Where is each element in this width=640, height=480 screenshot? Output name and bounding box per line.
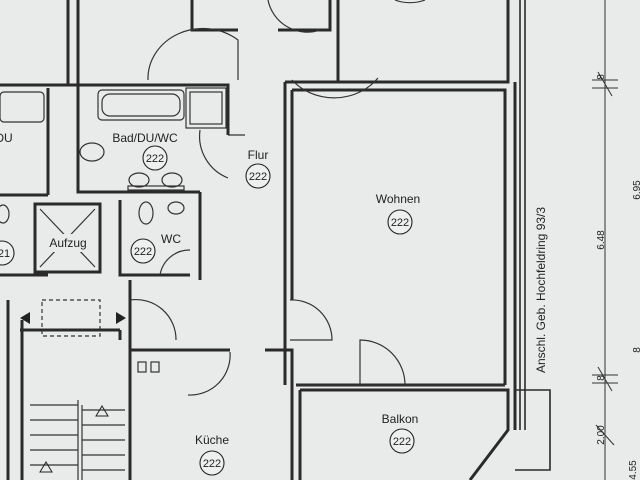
room-number-left-partial: 21	[0, 248, 10, 260]
room-number-balkon: 222	[393, 436, 411, 448]
room-label-wc: WC	[161, 232, 181, 246]
bathtub-left-icon	[0, 91, 45, 123]
neighbor-note: Anschl. Geb. Hochfeldring 93/3	[534, 207, 548, 373]
room-label-balkon: Balkon	[382, 412, 419, 426]
room-number-badge-bad	[142, 145, 168, 171]
aufzug-label-bg	[44, 234, 92, 252]
room-number-flur: 222	[249, 171, 267, 183]
room-number-badge-flur	[245, 163, 271, 189]
toilet-icon	[127, 172, 185, 191]
room-number-badge-left-partial	[0, 240, 15, 266]
dimension-tick-2: 8	[596, 375, 607, 381]
dimension-labels: 8 8 6.95 6.48 2.00 4.55 8	[596, 74, 640, 480]
dimension-tick-3: 8	[632, 347, 640, 353]
dimension-value-3: 2.00	[596, 425, 607, 445]
room-label-wohnen: Wohnen	[376, 192, 420, 206]
dimension-line	[592, 0, 618, 480]
stairs-icon	[30, 400, 125, 480]
room-number-badge-balkon	[389, 428, 415, 454]
sink-icon	[79, 142, 105, 162]
shaft-squares-icon	[137, 361, 160, 373]
room-label-bad: Bad/DU/WC	[112, 131, 178, 145]
shower-icon	[185, 87, 227, 129]
room-number-bad: 222	[146, 153, 164, 165]
room-number-kueche: 222	[203, 458, 221, 470]
room-number-badge-kueche	[199, 450, 225, 476]
room-number-wc: 222	[134, 246, 152, 258]
dimension-tick-1: 8	[596, 74, 607, 80]
room-label-left-partial: DU	[0, 131, 13, 145]
wc-toilet-icon	[138, 201, 185, 225]
room-number-badge-wohnen	[387, 209, 413, 235]
dimension-value-2: 6.48	[596, 230, 607, 250]
door-swings	[129, 0, 505, 396]
room-number-badge-wc	[130, 238, 156, 264]
dimension-value-1: 6.95	[632, 180, 640, 200]
room-number-wohnen: 222	[391, 217, 409, 229]
left-toilet-icon	[0, 204, 10, 224]
room-label-flur: Flur	[248, 148, 269, 162]
bathtub-icon	[97, 89, 185, 121]
dimension-value-4: 4.55	[628, 460, 639, 480]
room-label-aufzug: Aufzug	[49, 236, 86, 250]
room-label-kueche: Küche	[195, 433, 229, 447]
